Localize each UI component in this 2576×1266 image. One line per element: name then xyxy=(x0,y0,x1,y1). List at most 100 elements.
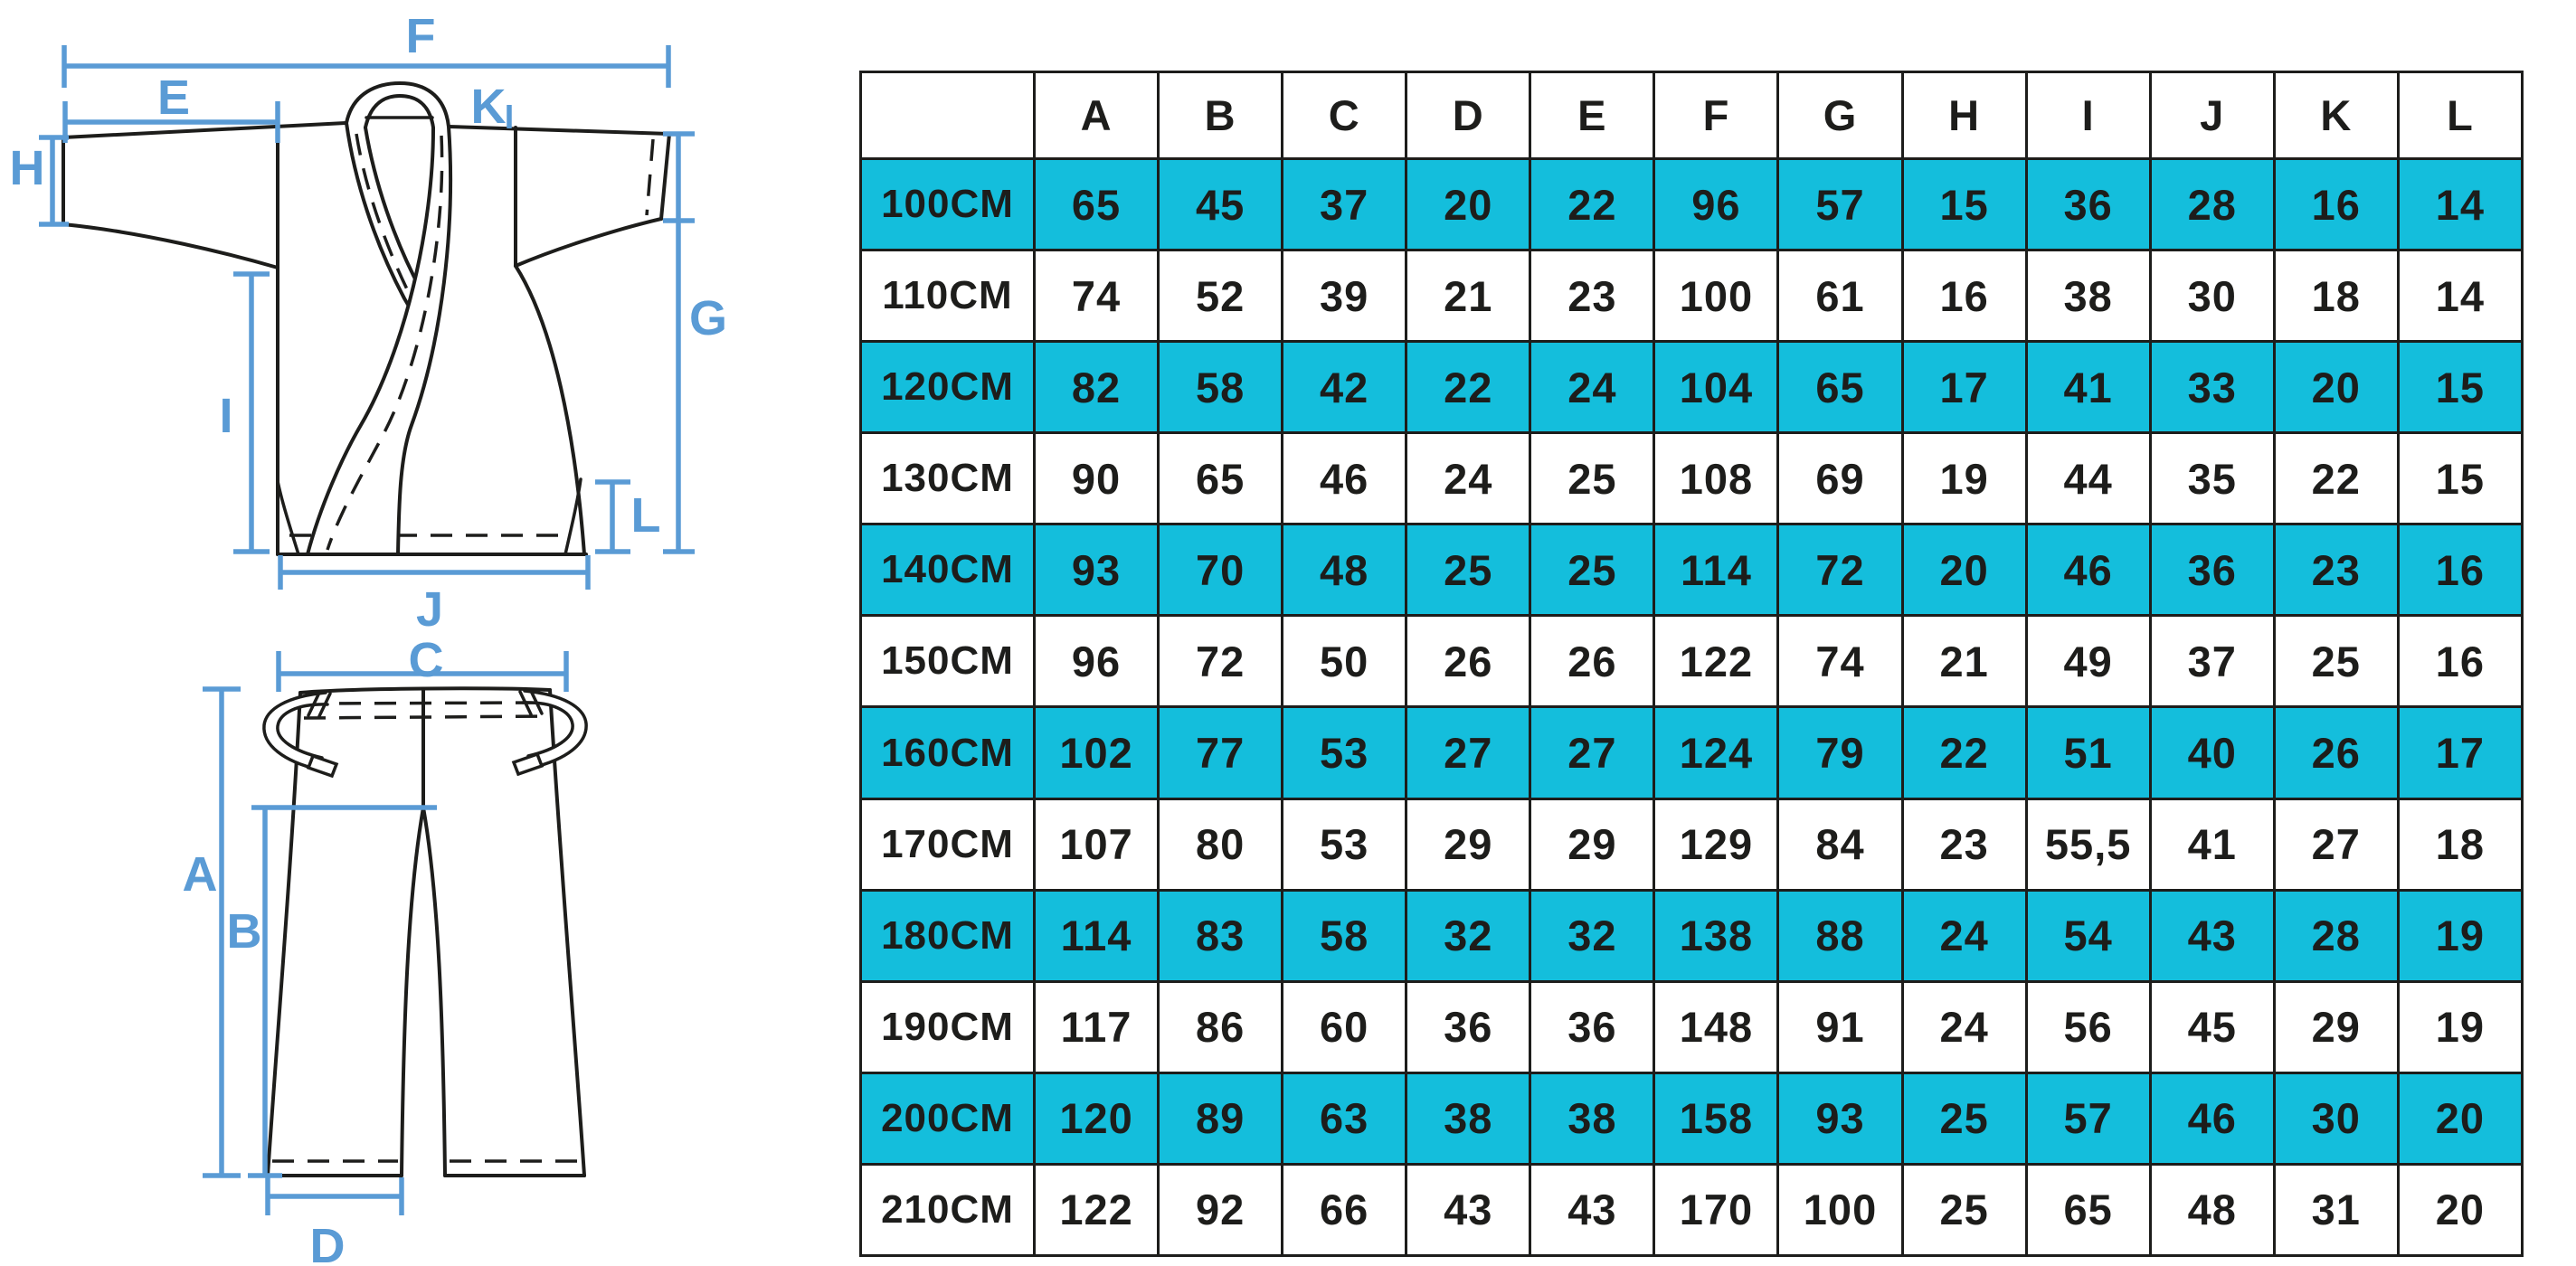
cell-180cm-f: 138 xyxy=(1653,888,1780,983)
col-header-e: E xyxy=(1529,71,1656,160)
jacket-dim-label-J: J xyxy=(416,582,443,637)
jacket-left-lapel-outer xyxy=(345,121,418,320)
pants-dimensions: C A B D xyxy=(183,633,569,1266)
jacket-right-lapel-inner xyxy=(306,127,435,556)
jacket-left-shoulder-line xyxy=(62,121,348,139)
col-header-l: L xyxy=(2396,71,2524,160)
cell-180cm-i: 54 xyxy=(2024,888,2152,983)
cell-200cm-j: 46 xyxy=(2148,1071,2276,1166)
col-header-j: J xyxy=(2148,71,2276,160)
jacket-right-slit xyxy=(564,477,582,556)
pants-dim-label-B: B xyxy=(227,904,262,959)
cell-200cm-d: 38 xyxy=(1405,1071,1532,1166)
cell-140cm-f: 114 xyxy=(1653,523,1780,618)
cell-130cm-a: 90 xyxy=(1032,431,1160,526)
col-header-b: B xyxy=(1157,71,1284,160)
cell-210cm-l: 20 xyxy=(2396,1162,2524,1258)
cell-170cm-i: 55,5 xyxy=(2024,797,2152,892)
cell-130cm-c: 46 xyxy=(1281,431,1408,526)
cell-130cm-i: 44 xyxy=(2024,431,2152,526)
jacket-right-shoulder-line xyxy=(447,125,671,136)
cell-170cm-h: 23 xyxy=(1900,797,2028,892)
cell-170cm-e: 29 xyxy=(1529,797,1656,892)
cell-150cm-d: 26 xyxy=(1405,614,1532,709)
cell-120cm-j: 33 xyxy=(2148,340,2276,435)
cell-190cm-b: 86 xyxy=(1157,979,1284,1074)
jacket-left-lapel-stitch xyxy=(355,133,413,299)
cell-210cm-c: 66 xyxy=(1281,1162,1408,1258)
cell-190cm-g: 91 xyxy=(1776,979,1904,1074)
cell-160cm-a: 102 xyxy=(1032,705,1160,800)
cell-140cm-g: 72 xyxy=(1776,523,1904,618)
pants-dim-label-A: A xyxy=(183,847,218,902)
cell-160cm-k: 26 xyxy=(2272,705,2400,800)
row-label-110cm: 110CM xyxy=(859,249,1036,344)
row-label-120cm: 120CM xyxy=(859,340,1036,435)
cell-100cm-i: 36 xyxy=(2024,156,2152,252)
cell-110cm-e: 23 xyxy=(1529,249,1656,344)
cell-100cm-l: 14 xyxy=(2396,156,2524,252)
cell-190cm-k: 29 xyxy=(2272,979,2400,1074)
cell-100cm-j: 28 xyxy=(2148,156,2276,252)
cell-140cm-e: 25 xyxy=(1529,523,1656,618)
cell-200cm-c: 63 xyxy=(1281,1071,1408,1166)
cell-130cm-e: 25 xyxy=(1529,431,1656,526)
cell-100cm-g: 57 xyxy=(1776,156,1904,252)
row-label-130cm: 130CM xyxy=(859,431,1036,526)
cell-190cm-a: 117 xyxy=(1032,979,1160,1074)
col-header-i: I xyxy=(2024,71,2152,160)
cell-150cm-a: 96 xyxy=(1032,614,1160,709)
pants-right-inseam xyxy=(421,806,447,1177)
cell-180cm-l: 19 xyxy=(2396,888,2524,983)
cell-190cm-l: 19 xyxy=(2396,979,2524,1074)
cell-190cm-e: 36 xyxy=(1529,979,1656,1074)
cell-170cm-c: 53 xyxy=(1281,797,1408,892)
cell-190cm-h: 24 xyxy=(1900,979,2028,1074)
cell-120cm-b: 58 xyxy=(1157,340,1284,435)
cell-210cm-b: 92 xyxy=(1157,1162,1284,1258)
cell-130cm-k: 22 xyxy=(2272,431,2400,526)
cell-210cm-h: 25 xyxy=(1900,1162,2028,1258)
cell-190cm-i: 56 xyxy=(2024,979,2152,1074)
cell-130cm-g: 69 xyxy=(1776,431,1904,526)
cell-150cm-h: 21 xyxy=(1900,614,2028,709)
jacket-right-lapel-outer xyxy=(396,125,453,556)
row-label-180cm: 180CM xyxy=(859,888,1036,983)
cell-190cm-c: 60 xyxy=(1281,979,1408,1074)
col-header-f: F xyxy=(1653,71,1780,160)
pants-left-inseam xyxy=(400,806,425,1177)
jacket-right-sleeve-underside xyxy=(514,217,663,268)
cell-210cm-i: 65 xyxy=(2024,1162,2152,1258)
pants-dim-label-D: D xyxy=(310,1219,346,1266)
cell-200cm-l: 20 xyxy=(2396,1071,2524,1166)
garment-measurement-diagram: F E K H G I L J xyxy=(10,9,728,1266)
cell-180cm-j: 43 xyxy=(2148,888,2276,983)
pants-right-outer-edge xyxy=(548,688,586,1177)
cell-160cm-i: 51 xyxy=(2024,705,2152,800)
jacket-dim-J-line xyxy=(278,555,591,590)
cell-110cm-l: 14 xyxy=(2396,249,2524,344)
cell-170cm-b: 80 xyxy=(1157,797,1284,892)
cell-100cm-h: 15 xyxy=(1900,156,2028,252)
cell-130cm-f: 108 xyxy=(1653,431,1780,526)
cell-100cm-b: 45 xyxy=(1157,156,1284,252)
pants-dim-label-C: C xyxy=(409,633,444,687)
cell-120cm-c: 42 xyxy=(1281,340,1408,435)
cell-210cm-k: 31 xyxy=(2272,1162,2400,1258)
pants-dim-A-line xyxy=(203,686,241,1178)
cell-170cm-l: 18 xyxy=(2396,797,2524,892)
cell-150cm-g: 74 xyxy=(1776,614,1904,709)
cell-210cm-d: 43 xyxy=(1405,1162,1532,1258)
row-label-190cm: 190CM xyxy=(859,979,1036,1074)
corner-cell xyxy=(859,71,1036,160)
cell-180cm-d: 32 xyxy=(1405,888,1532,983)
cell-200cm-g: 93 xyxy=(1776,1071,1904,1166)
cell-120cm-f: 104 xyxy=(1653,340,1780,435)
cell-170cm-j: 41 xyxy=(2148,797,2276,892)
